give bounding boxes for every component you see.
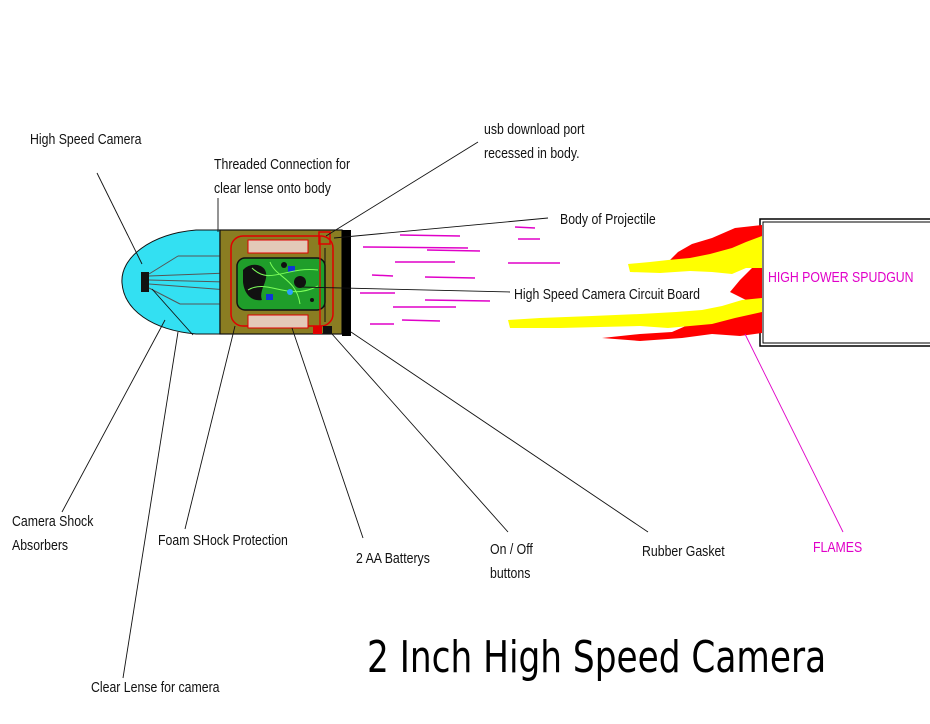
camera-assembly bbox=[141, 255, 229, 305]
label-on-off-line1: On / Off bbox=[490, 541, 533, 558]
callout-lines bbox=[61, 141, 649, 679]
label-usb-port-line1: usb download port bbox=[484, 121, 585, 138]
label-circuit-board: High Speed Camera Circuit Board bbox=[514, 286, 700, 303]
rubber-gasket bbox=[342, 230, 351, 336]
flames-graphic bbox=[508, 225, 762, 341]
label-usb-port-line2: recessed in body. bbox=[484, 145, 580, 162]
label-spudgun: HIGH POWER SPUDGUN bbox=[768, 269, 914, 286]
aa-batteries bbox=[247, 239, 309, 329]
label-on-off-line2: buttons bbox=[490, 565, 531, 582]
label-threaded-connection-line2: clear lense onto body bbox=[214, 180, 331, 197]
label-threaded-connection-line1: Threaded Connection for bbox=[214, 156, 351, 173]
label-shock-absorbers-line2: Absorbers bbox=[12, 537, 69, 554]
label-shock-absorbers-line1: Camera Shock bbox=[12, 513, 94, 530]
spudgun-barrel bbox=[759, 218, 930, 347]
off-button bbox=[323, 326, 332, 334]
label-clear-lense: Clear Lense for camera bbox=[91, 679, 220, 696]
on-button bbox=[313, 326, 322, 334]
label-flames: FLAMES bbox=[813, 539, 863, 556]
flames-callout-line bbox=[744, 333, 844, 533]
circuit-board bbox=[236, 257, 326, 311]
label-high-speed-camera: High Speed Camera bbox=[30, 131, 142, 148]
diagram-title: 2 Inch High Speed Camera bbox=[367, 632, 827, 683]
label-body-of-projectile: Body of Projectile bbox=[560, 211, 656, 228]
label-rubber-gasket: Rubber Gasket bbox=[642, 543, 725, 560]
label-batteries: 2 AA Batterys bbox=[356, 550, 430, 567]
clear-lens-dome bbox=[121, 229, 221, 335]
wiring bbox=[318, 231, 331, 326]
label-foam-protection: Foam SHock Protection bbox=[158, 532, 288, 549]
motion-streaks bbox=[360, 226, 560, 325]
